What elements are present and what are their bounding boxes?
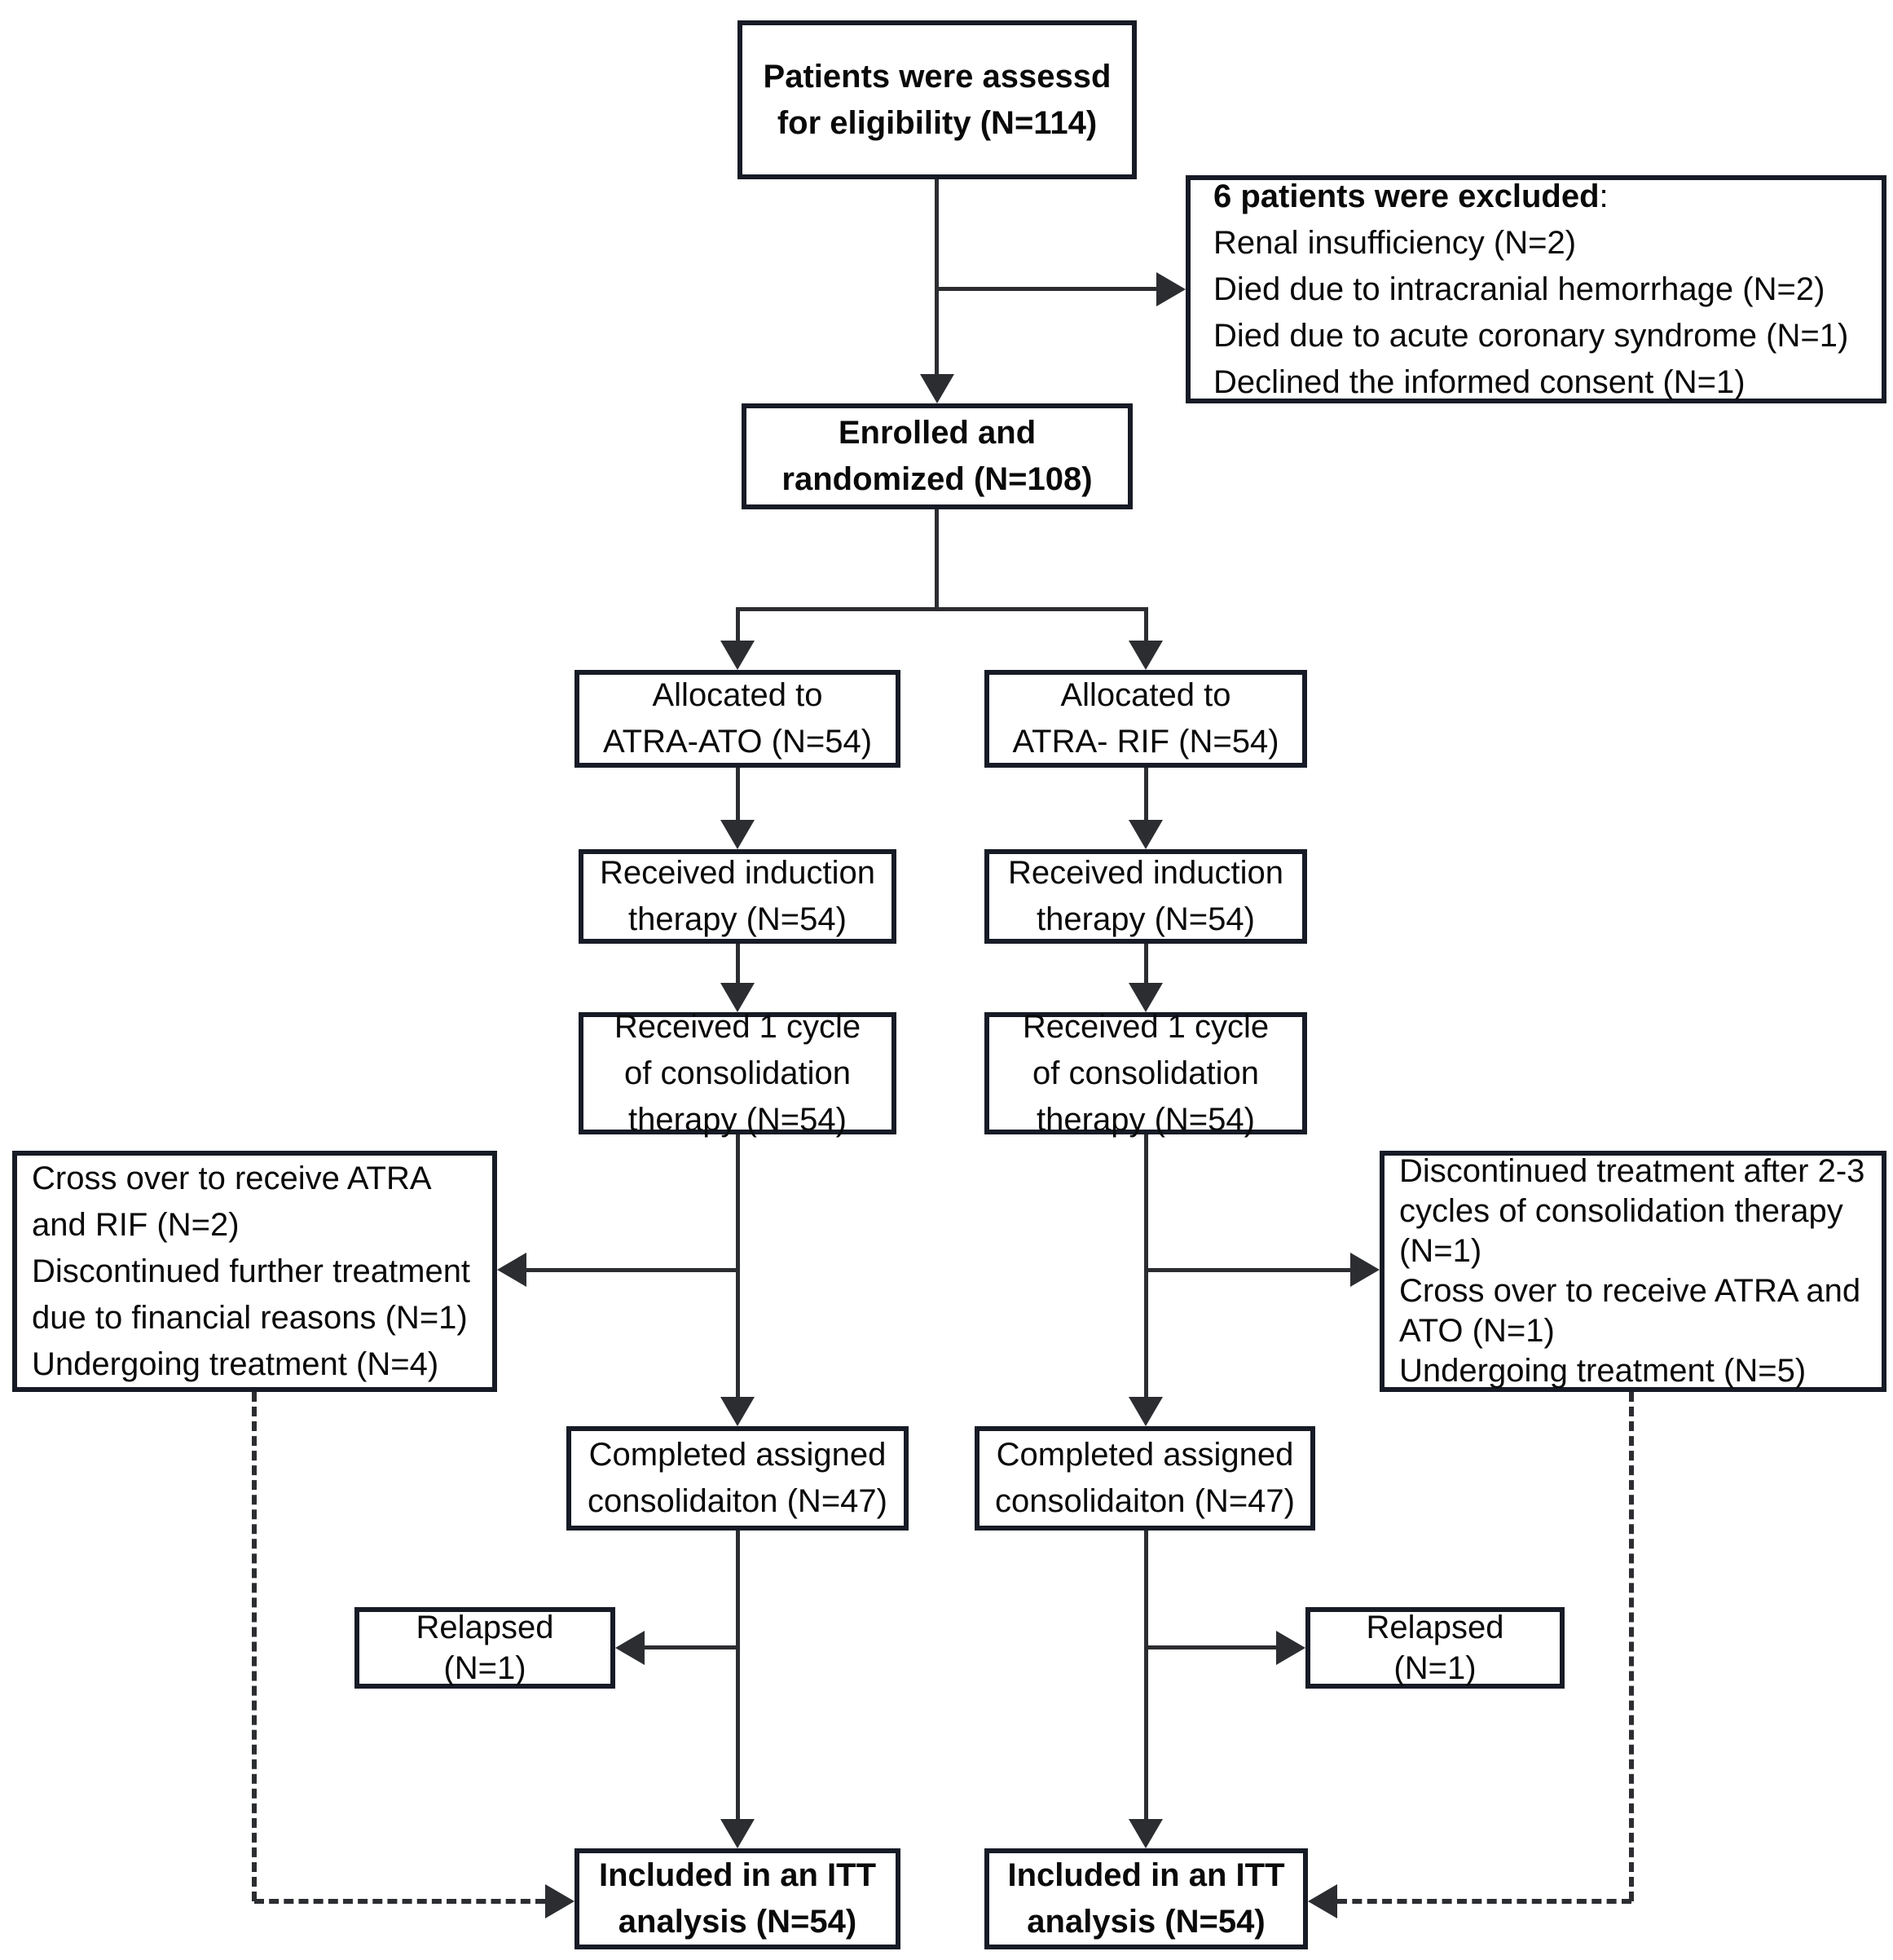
- arrowhead-into-deviations-ato: [497, 1253, 526, 1287]
- arrowhead-into-completed-ato: [720, 1397, 755, 1426]
- itt-ato-text: Included in an ITT analysis (N=54): [599, 1857, 876, 1940]
- deviations-ato-text: Cross over to receive ATRA and RIF (N=2)…: [32, 1160, 471, 1382]
- excluded-title: 6 patients were excluded:: [1213, 174, 1609, 220]
- excluded-reasons: Renal insufficiency (N=2) Died due to in…: [1213, 224, 1849, 400]
- arrowhead-into-allocated-ato: [720, 641, 755, 670]
- connector-to-relapsed-ato: [645, 1645, 738, 1649]
- assessed-text: Patients were assessd for eligibility (N…: [763, 58, 1112, 141]
- completed-rif-text: Completed assigned consolidaiton (N=47): [995, 1437, 1295, 1519]
- box-consolidation-rif: Received 1 cycle of consolidation therap…: [984, 1009, 1307, 1138]
- allocated-rif-text: Allocated to ATRA- RIF (N=54): [1012, 677, 1279, 760]
- connector-split-bar: [736, 607, 1147, 611]
- dashed-connector-deviations-itt-ato-vertical: [252, 1392, 257, 1901]
- box-completed-rif: Completed assigned consolidaiton (N=47): [975, 1426, 1315, 1531]
- arrowhead-into-relapsed-rif: [1276, 1631, 1305, 1665]
- relapsed-ato-text: Relapsed (N=1): [416, 1610, 554, 1686]
- box-consolidation-ato: Received 1 cycle of consolidation therap…: [579, 1009, 896, 1138]
- arrowhead-into-itt-ato: [720, 1819, 755, 1848]
- box-itt-rif: Included in an ITT analysis (N=54): [984, 1848, 1308, 1949]
- induction-rif-text: Received induction therapy (N=54): [1008, 855, 1283, 937]
- arrowhead-into-itt-rif: [1129, 1819, 1163, 1848]
- box-excluded: 6 patients were excluded: Renal insuffic…: [1186, 175, 1886, 403]
- box-itt-ato: Included in an ITT analysis (N=54): [575, 1848, 900, 1949]
- relapsed-rif-text: Relapsed (N=1): [1366, 1610, 1504, 1686]
- consolidation-ato-text: Received 1 cycle of consolidation therap…: [614, 1008, 861, 1138]
- connector-consolidation-completed-rif: [1144, 1134, 1148, 1398]
- dashed-connector-deviations-itt-rif-horizontal: [1337, 1899, 1631, 1904]
- itt-rif-text: Included in an ITT analysis (N=54): [1007, 1857, 1285, 1940]
- arrowhead-into-induction-rif: [1129, 820, 1163, 849]
- arrowhead-into-allocated-rif: [1129, 641, 1163, 670]
- connector-completed-itt-ato: [736, 1531, 740, 1821]
- arrowhead-into-relapsed-ato: [615, 1631, 645, 1665]
- arrowhead-dashed-into-itt-rif: [1308, 1884, 1337, 1918]
- enrolled-text: Enrolled and randomized (N=108): [781, 415, 1093, 497]
- box-induction-rif: Received induction therapy (N=54): [984, 849, 1307, 944]
- excluded-title-text: 6 patients were excluded: [1213, 178, 1600, 214]
- arrowhead-into-induction-ato: [720, 820, 755, 849]
- arrowhead-into-deviations-rif: [1350, 1253, 1380, 1287]
- connector-to-deviations-rif: [1146, 1268, 1350, 1272]
- connector-assessed-enrolled: [935, 179, 939, 374]
- connector-induction-consolidation-ato: [736, 944, 740, 984]
- box-allocated-rif: Allocated to ATRA- RIF (N=54): [984, 670, 1307, 768]
- induction-ato-text: Received induction therapy (N=54): [600, 855, 875, 937]
- box-relapsed-ato: Relapsed (N=1): [354, 1607, 615, 1689]
- connector-allocated-induction-rif: [1144, 768, 1148, 821]
- connector-allocated-induction-ato: [736, 768, 740, 821]
- dashed-connector-deviations-itt-rif-vertical: [1629, 1392, 1634, 1901]
- box-allocated-ato: Allocated to ATRA-ATO (N=54): [575, 670, 900, 768]
- box-relapsed-rif: Relapsed (N=1): [1305, 1607, 1565, 1689]
- box-deviations-rif: Discontinued treatment after 2-3 cycles …: [1380, 1151, 1886, 1392]
- connector-to-relapsed-rif: [1146, 1645, 1276, 1649]
- arrowhead-into-consolidation-ato: [720, 983, 755, 1012]
- connector-enrolled-split: [935, 509, 939, 610]
- excluded-title-colon: :: [1599, 178, 1609, 214]
- arrowhead-into-consolidation-rif: [1129, 983, 1163, 1012]
- arrowhead-dashed-into-itt-ato: [545, 1884, 575, 1918]
- connector-split-left-drop: [736, 607, 740, 642]
- connector-completed-itt-rif: [1144, 1531, 1148, 1821]
- allocated-ato-text: Allocated to ATRA-ATO (N=54): [602, 677, 873, 760]
- box-assessed: Patients were assessd for eligibility (N…: [737, 20, 1137, 179]
- connector-to-excluded: [937, 287, 1156, 291]
- connector-induction-consolidation-rif: [1144, 944, 1148, 984]
- arrowhead-into-excluded: [1156, 272, 1186, 306]
- connector-consolidation-completed-ato: [736, 1134, 740, 1398]
- dashed-connector-deviations-itt-ato-horizontal: [254, 1899, 545, 1904]
- deviations-rif-text: Discontinued treatment after 2-3 cycles …: [1399, 1153, 1865, 1389]
- box-completed-ato: Completed assigned consolidaiton (N=47): [566, 1426, 909, 1531]
- connector-split-right-drop: [1144, 607, 1148, 642]
- completed-ato-text: Completed assigned consolidaiton (N=47): [588, 1437, 887, 1519]
- box-deviations-ato: Cross over to receive ATRA and RIF (N=2)…: [12, 1151, 497, 1392]
- arrowhead-into-completed-rif: [1129, 1397, 1163, 1426]
- box-enrolled: Enrolled and randomized (N=108): [742, 403, 1133, 509]
- connector-to-deviations-ato: [526, 1268, 737, 1272]
- arrowhead-into-enrolled: [920, 374, 954, 403]
- consolidation-rif-text: Received 1 cycle of consolidation therap…: [1022, 1008, 1270, 1138]
- box-induction-ato: Received induction therapy (N=54): [579, 849, 896, 944]
